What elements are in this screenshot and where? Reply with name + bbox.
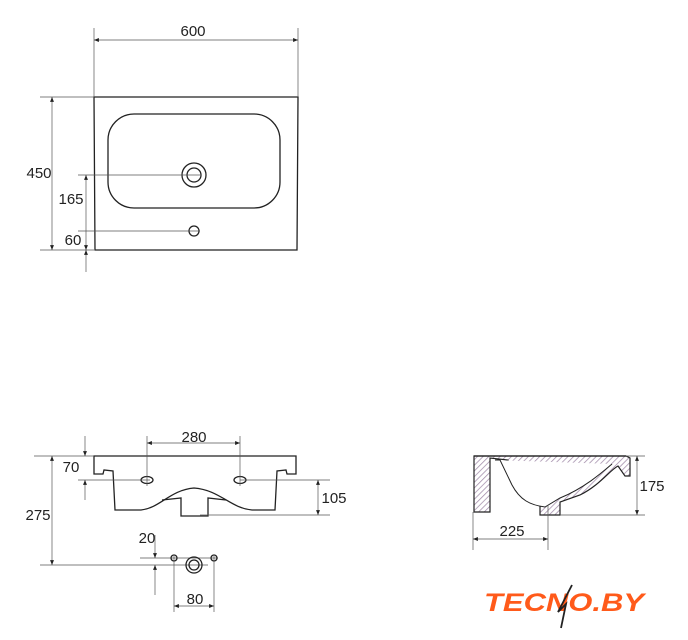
basin-outline [93,96,299,251]
dim-depth: 450 [26,165,51,182]
dim-tap-offset: 60 [65,232,82,249]
drain-fitting-inner [188,559,200,571]
dim-fitting-spacing: 80 [187,591,204,608]
lightning-icon [557,584,573,629]
basin-profile [93,455,297,511]
dim-fitting-offset: 20 [139,530,156,547]
drain-box [161,497,227,517]
dim-drain-distance: 225 [499,523,524,540]
dim-drain-offset: 165 [58,191,83,208]
dim-rim-to-holes: 70 [63,459,80,476]
dim-width: 600 [180,23,205,40]
side-view: 175 225 [472,455,665,550]
dim-total-height: 275 [25,507,50,524]
top-view: 600 450 165 60 [26,23,299,272]
logo-text: TECNO.BY [484,589,647,617]
drain-fitting-outer [185,556,203,574]
dim-tap-spacing: 280 [181,429,206,446]
tecno-logo: TECNO.BY [484,584,647,629]
bowl-interior [495,459,613,508]
dim-side-height: 175 [639,478,664,495]
dim-bowl-depth: 105 [321,490,346,507]
front-view: 280 70 105 275 20 80 [25,429,347,612]
basin-bowl [107,113,281,209]
